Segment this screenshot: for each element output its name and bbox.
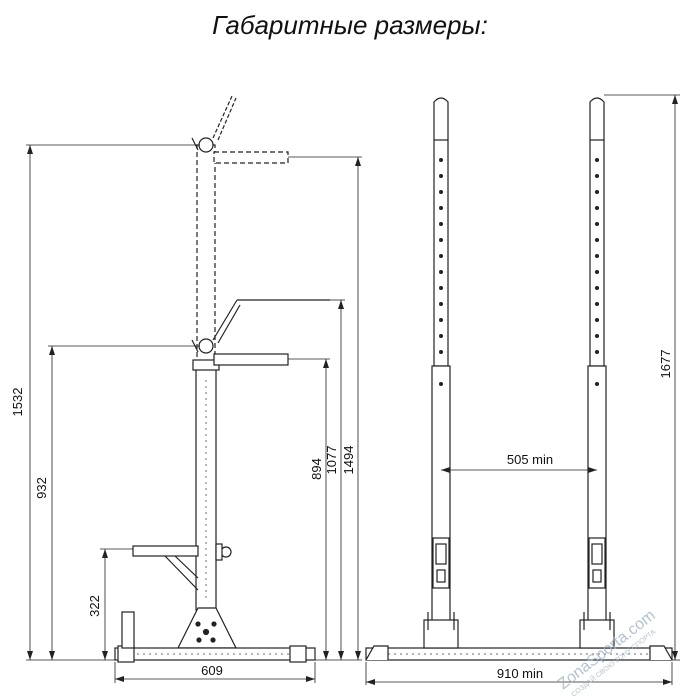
middle-hook — [191, 299, 330, 366]
dim-1077: 1077 — [324, 446, 339, 475]
front-dimension-arrows — [366, 95, 678, 685]
dim-609: 609 — [201, 663, 223, 678]
dim-910-min: 910 min — [497, 666, 543, 681]
right-upright — [587, 97, 607, 635]
page-title: Габаритные размеры: — [212, 10, 488, 40]
side-view — [114, 95, 330, 663]
front-view — [365, 97, 673, 661]
left-upright — [431, 97, 451, 635]
dim-894: 894 — [309, 458, 324, 480]
dim-1494: 1494 — [341, 446, 356, 475]
dim-505-min: 505 min — [507, 452, 553, 467]
spotter-arm — [132, 543, 232, 591]
dim-1532: 1532 — [10, 388, 25, 417]
side-dimension-lines — [26, 144, 362, 683]
upright-holes — [439, 158, 599, 386]
front-dimension-lines — [365, 94, 680, 685]
dim-932: 932 — [34, 477, 49, 499]
dim-322: 322 — [87, 595, 102, 617]
side-dimension-arrows — [27, 145, 361, 682]
dim-1677: 1677 — [658, 350, 673, 379]
